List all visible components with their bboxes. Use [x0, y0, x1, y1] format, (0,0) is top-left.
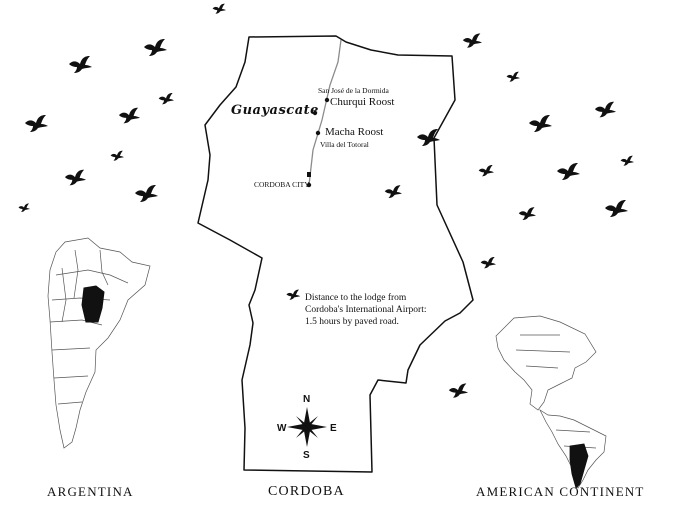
label-san-jose: San José de la Dormida	[318, 86, 389, 95]
cordoba-highlight	[81, 285, 105, 323]
compass-rose-icon	[287, 407, 327, 447]
cordoba-province-outline	[197, 35, 474, 473]
bird-icon	[478, 165, 494, 177]
bird-icon	[480, 257, 496, 269]
bird-icon	[417, 129, 440, 146]
bird-icon	[462, 33, 482, 48]
bird-icon	[594, 101, 616, 118]
bird-icon	[110, 150, 124, 161]
bird-icon	[69, 56, 92, 73]
bird-icon	[64, 169, 86, 186]
caption-argentina: ARGENTINA	[47, 484, 134, 499]
airport-marker	[307, 172, 311, 177]
bird-flock	[18, 3, 634, 398]
label-macha-roost: Macha Roost	[325, 126, 384, 138]
paved-road	[308, 39, 342, 186]
san-jose-dot	[324, 97, 330, 103]
distance-note-line-3: 1.5 hours by paved road.	[305, 317, 399, 327]
bird-icon	[448, 383, 468, 398]
american-continent-inset-map	[495, 315, 607, 489]
bird-icon	[557, 163, 580, 180]
macha-dot	[315, 130, 321, 136]
bird-icon	[620, 155, 634, 166]
bird-icon	[212, 3, 226, 14]
bird-icon	[529, 115, 552, 132]
argentina-inset-map	[47, 237, 151, 449]
label-churqui-roost: Churqui Roost	[330, 96, 395, 108]
bird-icon	[518, 207, 536, 220]
bird-icon	[25, 115, 48, 132]
cordoba-city-dot	[306, 182, 312, 188]
label-villa-totoral: Villa del Totoral	[320, 140, 369, 149]
compass-north: N	[303, 394, 311, 405]
bird-icon	[118, 107, 140, 124]
bird-icon	[18, 203, 30, 212]
caption-cordoba: CORDOBA	[268, 484, 345, 499]
caption-american-continent: AMERICAN CONTINENT	[476, 484, 645, 499]
distance-note-line-2: Cordoba's International Airport:	[305, 305, 427, 315]
argentina-highlight	[569, 443, 589, 489]
guayascate-dot	[312, 110, 318, 116]
bird-icon	[158, 93, 174, 105]
bird-icon	[135, 185, 158, 202]
compass-south: S	[303, 450, 310, 461]
bird-icon	[605, 200, 628, 217]
distance-note: Distance to the lodge from Cordoba's Int…	[305, 292, 445, 328]
compass-east: E	[330, 423, 337, 434]
bird-icon	[384, 185, 402, 198]
distance-note-line-1: Distance to the lodge from	[305, 293, 407, 303]
bird-icon	[144, 39, 167, 56]
bird-icon	[506, 71, 520, 82]
bird-icon	[286, 289, 301, 300]
compass-west: W	[277, 423, 287, 434]
label-cordoba-city: CORDOBA CITY	[254, 180, 310, 189]
label-guayascate: Guayascate	[231, 103, 319, 118]
